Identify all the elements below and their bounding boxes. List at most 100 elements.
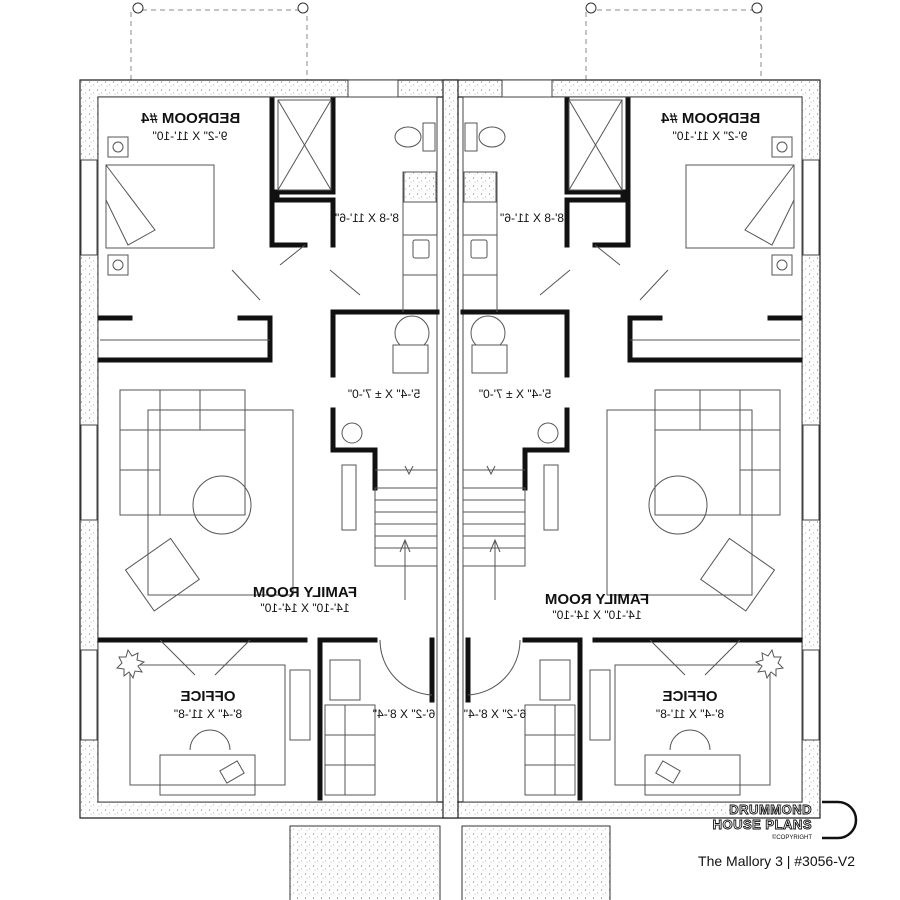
coffee-table	[648, 475, 708, 535]
desk	[159, 754, 256, 796]
office-shelf	[289, 669, 311, 741]
office-rug	[129, 664, 286, 786]
desk	[644, 754, 741, 796]
laundry-area	[107, 122, 436, 784]
bedroom-dims: 9'-2" X 11'-10"	[153, 129, 228, 143]
storage-dims: 6'-2" X 8'-4"	[464, 707, 526, 721]
armchair	[124, 537, 200, 612]
bedroom-bed	[685, 164, 795, 249]
family-room-dims: 14'-10" X 14'-10"	[552, 608, 641, 622]
bedroom-bed	[105, 164, 215, 249]
toilet-tank-icon	[464, 122, 478, 152]
doors-family	[159, 639, 251, 676]
bathroom-dims: 8'-8 X 11'-6"	[335, 211, 399, 225]
toilet-tank-icon	[422, 122, 436, 152]
sink-icon	[537, 422, 559, 444]
desk-chair	[669, 729, 711, 751]
family-room-name: FAMILY ROOM	[545, 591, 649, 608]
family-room-name: FAMILY ROOM	[253, 584, 357, 601]
washer	[539, 659, 571, 701]
stair-break	[375, 465, 437, 476]
door-swing	[467, 639, 521, 696]
bed-cover-icon	[105, 164, 156, 246]
utility-stack	[524, 704, 576, 796]
foundation-walls	[79, 79, 821, 819]
office-dims: 8'-4" X 11'-8"	[656, 707, 724, 721]
interior-walls	[97, 97, 440, 801]
front-step	[461, 825, 611, 900]
bedroom-name: BEDROOM #4	[660, 110, 760, 127]
drummond-logo: DRUMMOND HOUSE PLANS ©COPYRIGHT	[712, 800, 858, 841]
toilet-icon	[394, 126, 422, 148]
sofa	[654, 389, 781, 516]
terrace-right	[585, 9, 762, 80]
office-dims: 8'-4" X 11'-8"	[174, 707, 242, 721]
logo-d-icon	[822, 800, 858, 840]
post-icon	[751, 2, 763, 14]
storage-dims: 6'-2" X 8'-4"	[373, 707, 435, 721]
laundry-dims: 5'-4" X ± 7'-0"	[348, 387, 420, 401]
unit-left: BEDROOM #4 9'-2" X 11'-10" 8'-8 X 11'-6"…	[97, 97, 440, 801]
terrace-left	[130, 9, 308, 80]
shower	[277, 99, 332, 191]
post-icon	[132, 2, 144, 14]
office-shelf	[589, 669, 611, 741]
bathroom-dims: 8'-8 X 11'-6"	[500, 211, 564, 225]
shower-drain-icon	[277, 99, 332, 191]
terrace-posts	[132, 2, 763, 14]
rug	[606, 409, 753, 596]
post-icon	[585, 2, 597, 14]
lamp-icon	[112, 259, 124, 271]
shower	[568, 99, 623, 191]
washer	[329, 659, 361, 701]
unit-right: BEDROOM #4 9'-2" X 11'-10" 8'-8 X 11'-6"…	[460, 97, 803, 801]
plant-icon	[754, 648, 785, 680]
bedroom-name: BEDROOM #4	[140, 110, 240, 127]
laundry-dims: 5'-4" X ± 7'-0"	[479, 387, 551, 401]
front-step	[289, 825, 441, 900]
utility-stack	[324, 704, 376, 796]
sink-vanity-icon	[470, 239, 488, 259]
bed-cover-icon	[744, 164, 795, 246]
stair-rail	[543, 464, 559, 531]
windows	[80, 79, 820, 741]
interior-walls	[460, 97, 803, 801]
dryer-icon	[392, 344, 429, 374]
logo-copyright: ©COPYRIGHT	[772, 834, 812, 841]
coffee-table	[192, 475, 252, 535]
stairs	[374, 487, 438, 567]
lamp-icon	[112, 141, 124, 153]
post-icon	[297, 2, 309, 14]
office-rug	[614, 664, 771, 786]
stair-rail	[341, 464, 357, 531]
desk-chair	[189, 729, 231, 751]
sink-vanity-icon	[412, 239, 430, 259]
toilet-icon	[478, 126, 506, 148]
bath-step	[403, 171, 437, 203]
stair-arrow	[489, 538, 501, 600]
armchair	[700, 537, 776, 612]
dryer-icon	[471, 344, 508, 374]
sofa	[119, 389, 246, 516]
laptop-icon	[219, 760, 245, 784]
plan-caption: The Mallory 3 | #3056-V2	[698, 853, 855, 869]
logo-line2: HOUSE PLANS	[713, 817, 812, 832]
lamp-icon	[776, 259, 788, 271]
office-name: OFFICE	[181, 688, 236, 705]
terraces	[130, 9, 762, 80]
bath-step	[463, 171, 497, 203]
stair-break	[463, 465, 525, 476]
plant-icon	[115, 648, 146, 680]
stairs	[462, 487, 526, 567]
family-room-dims: 14'-10" X 14'-10"	[260, 601, 349, 615]
bedroom-dims: 9'-2" X 11'-10"	[673, 129, 748, 143]
doors-family	[649, 639, 741, 676]
shower-drain-icon	[568, 99, 623, 191]
rug	[147, 409, 294, 596]
stair-arrow	[399, 538, 411, 600]
office-name: OFFICE	[663, 688, 718, 705]
logo-line1: DRUMMOND	[729, 802, 812, 817]
door-swing	[379, 639, 433, 696]
laundry-area	[464, 122, 793, 784]
